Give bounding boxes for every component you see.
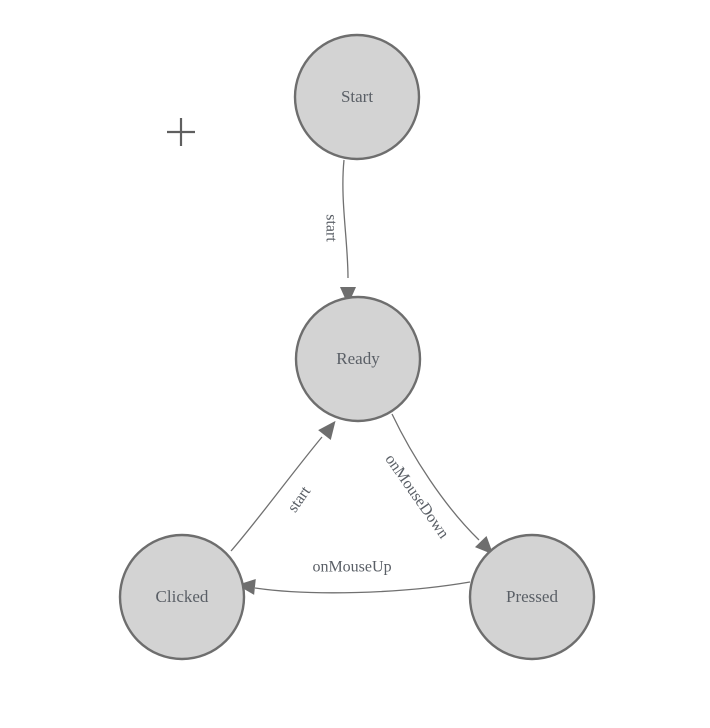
edge-label-start-to-ready: start [322,214,339,242]
markers-layer [167,118,195,146]
node-pressed[interactable]: Pressed [468,533,596,661]
edge-label-pressed-to-clicked: onMouseUp [312,559,391,576]
arrow-head-icon [340,287,356,305]
node-shape[interactable] [468,533,596,661]
node-shape[interactable] [118,533,246,661]
edge-pressed-to-clicked[interactable] [236,577,471,595]
edge-clicked-to-ready[interactable] [230,416,342,552]
node-label: Pressed [506,587,558,606]
node-clicked[interactable]: Clicked [118,533,246,661]
arrow-head-icon [474,535,494,555]
node-label: Ready [336,349,380,368]
node-ready[interactable]: Ready [294,295,422,423]
edge-line [254,581,471,594]
edge-label-clicked-to-ready: start [284,483,314,516]
edge-line [342,159,349,279]
node-start[interactable]: Start [293,33,421,161]
node-label: Start [341,87,373,106]
node-shape[interactable] [293,33,421,161]
edge-start-to-ready[interactable] [340,159,356,305]
edge-line [391,413,480,541]
node-label: Clicked [156,587,209,606]
crosshair-icon [167,118,195,146]
arrow-head-icon [237,578,256,595]
edges-layer [230,159,499,595]
node-shape[interactable] [294,295,422,423]
edge-line [230,436,323,552]
arrow-head-icon [318,420,336,441]
edge-ready-to-pressed[interactable] [391,413,499,560]
